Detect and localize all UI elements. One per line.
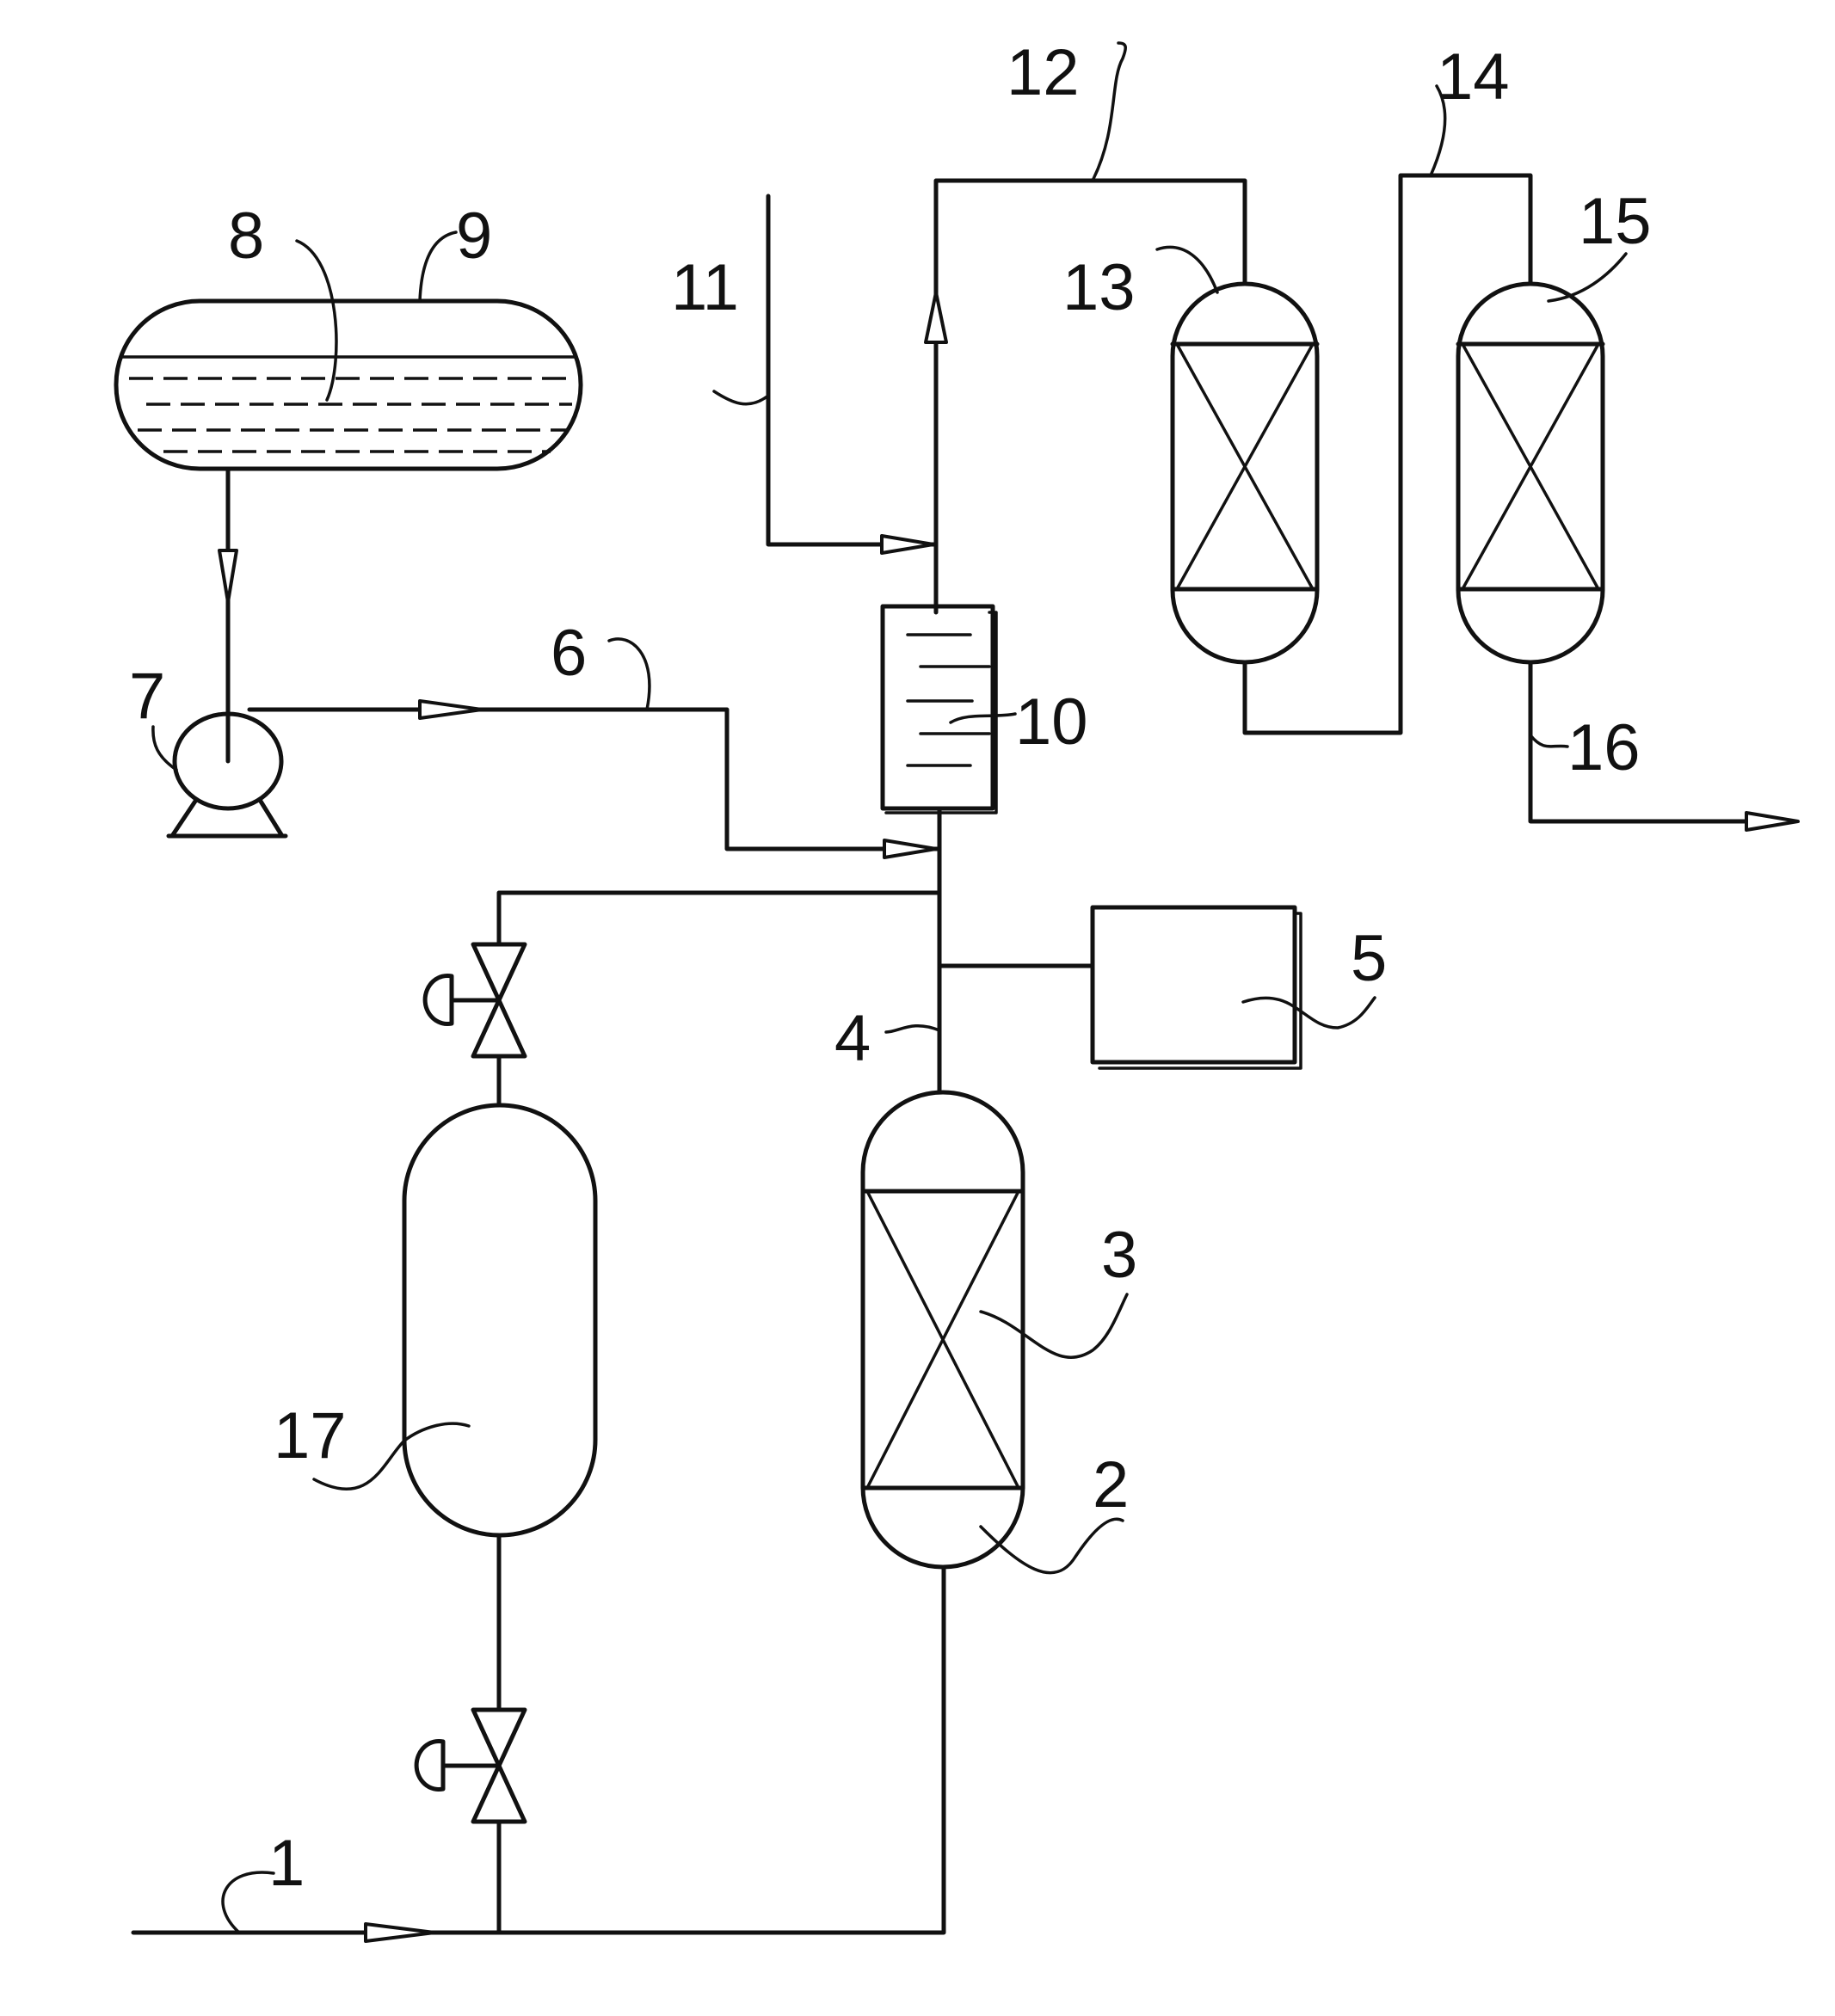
leader-8 bbox=[297, 241, 336, 400]
reactor-13 bbox=[1173, 284, 1317, 662]
label-13: 13 bbox=[1062, 251, 1136, 324]
storage-tank-9 bbox=[116, 301, 581, 469]
leader-15 bbox=[1549, 254, 1626, 301]
mixer-10 bbox=[883, 606, 996, 813]
label-12: 12 bbox=[1007, 36, 1080, 109]
leader-3 bbox=[981, 1294, 1127, 1357]
label-1: 1 bbox=[268, 1827, 305, 1900]
label-17: 17 bbox=[274, 1399, 347, 1472]
control-valve-upper bbox=[425, 944, 525, 1056]
leader-13 bbox=[1157, 247, 1217, 292]
feed-line-1 bbox=[133, 1567, 944, 1933]
leader-5 bbox=[1243, 998, 1375, 1028]
leader-6 bbox=[609, 639, 650, 710]
label-8: 8 bbox=[228, 200, 264, 273]
leader-2 bbox=[981, 1519, 1123, 1572]
label-5: 5 bbox=[1351, 922, 1387, 995]
label-3: 3 bbox=[1101, 1219, 1137, 1292]
leader-9 bbox=[420, 232, 456, 301]
label-6: 6 bbox=[551, 617, 587, 690]
label-15: 15 bbox=[1579, 185, 1652, 258]
flow-arrow-tank-down bbox=[219, 550, 237, 602]
feed-line-11 bbox=[768, 196, 936, 544]
reactor-15 bbox=[1458, 284, 1603, 662]
flow-arrow-feed bbox=[366, 1924, 434, 1941]
vessel-17 bbox=[404, 1105, 595, 1535]
label-9: 9 bbox=[456, 200, 492, 273]
leader-11 bbox=[714, 391, 768, 404]
leader-16 bbox=[1530, 735, 1567, 747]
leader-1 bbox=[223, 1872, 274, 1933]
flow-arrow-line-6 bbox=[420, 701, 482, 718]
leader-4 bbox=[886, 1026, 939, 1032]
analyzer-5 bbox=[1093, 907, 1301, 1068]
flow-arrow-line-11 bbox=[882, 536, 933, 553]
label-16: 16 bbox=[1567, 711, 1641, 784]
label-2: 2 bbox=[1093, 1448, 1129, 1521]
label-7: 7 bbox=[129, 660, 165, 733]
label-4: 4 bbox=[834, 1002, 871, 1075]
reactor-3 bbox=[863, 1092, 1023, 1567]
liquid-feed-line-6 bbox=[249, 710, 939, 849]
label-11: 11 bbox=[671, 251, 739, 324]
leader-10 bbox=[951, 714, 1015, 722]
leader-12 bbox=[1093, 43, 1125, 181]
flow-arrow-product bbox=[1746, 813, 1798, 830]
flow-arrow-into-mixer bbox=[884, 840, 936, 857]
flow-arrow-up bbox=[926, 292, 946, 342]
control-valve-lower bbox=[416, 1710, 525, 1822]
label-14: 14 bbox=[1437, 40, 1510, 114]
label-10: 10 bbox=[1015, 685, 1088, 759]
product-line-16 bbox=[1530, 662, 1764, 821]
bypass-line-top bbox=[499, 893, 939, 966]
